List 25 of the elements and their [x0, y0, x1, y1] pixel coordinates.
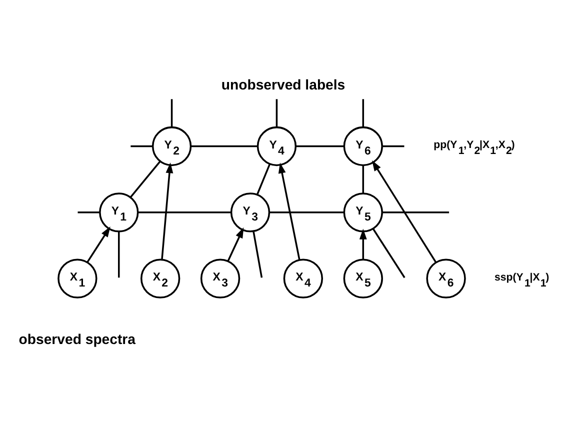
caption: observed spectra — [18, 331, 136, 348]
connector — [372, 228, 406, 278]
connector — [382, 145, 404, 148]
arrow — [86, 226, 110, 263]
connector — [170, 99, 173, 128]
arrow — [227, 227, 244, 262]
arrow — [372, 160, 437, 263]
arrow — [278, 162, 300, 260]
connector — [130, 145, 152, 148]
connector — [362, 99, 364, 128]
diagram-title: unobserved labels — [221, 76, 346, 92]
connector — [296, 145, 344, 148]
connector — [191, 145, 258, 148]
arrow — [359, 228, 367, 260]
connector — [362, 165, 364, 194]
connector — [269, 212, 344, 214]
connector — [256, 164, 271, 195]
connector — [276, 99, 278, 128]
connector — [118, 231, 120, 278]
connector — [78, 212, 100, 214]
connector — [130, 160, 161, 198]
connector — [382, 212, 450, 214]
connector — [138, 212, 231, 214]
arrow — [161, 162, 174, 260]
connector — [252, 231, 263, 278]
